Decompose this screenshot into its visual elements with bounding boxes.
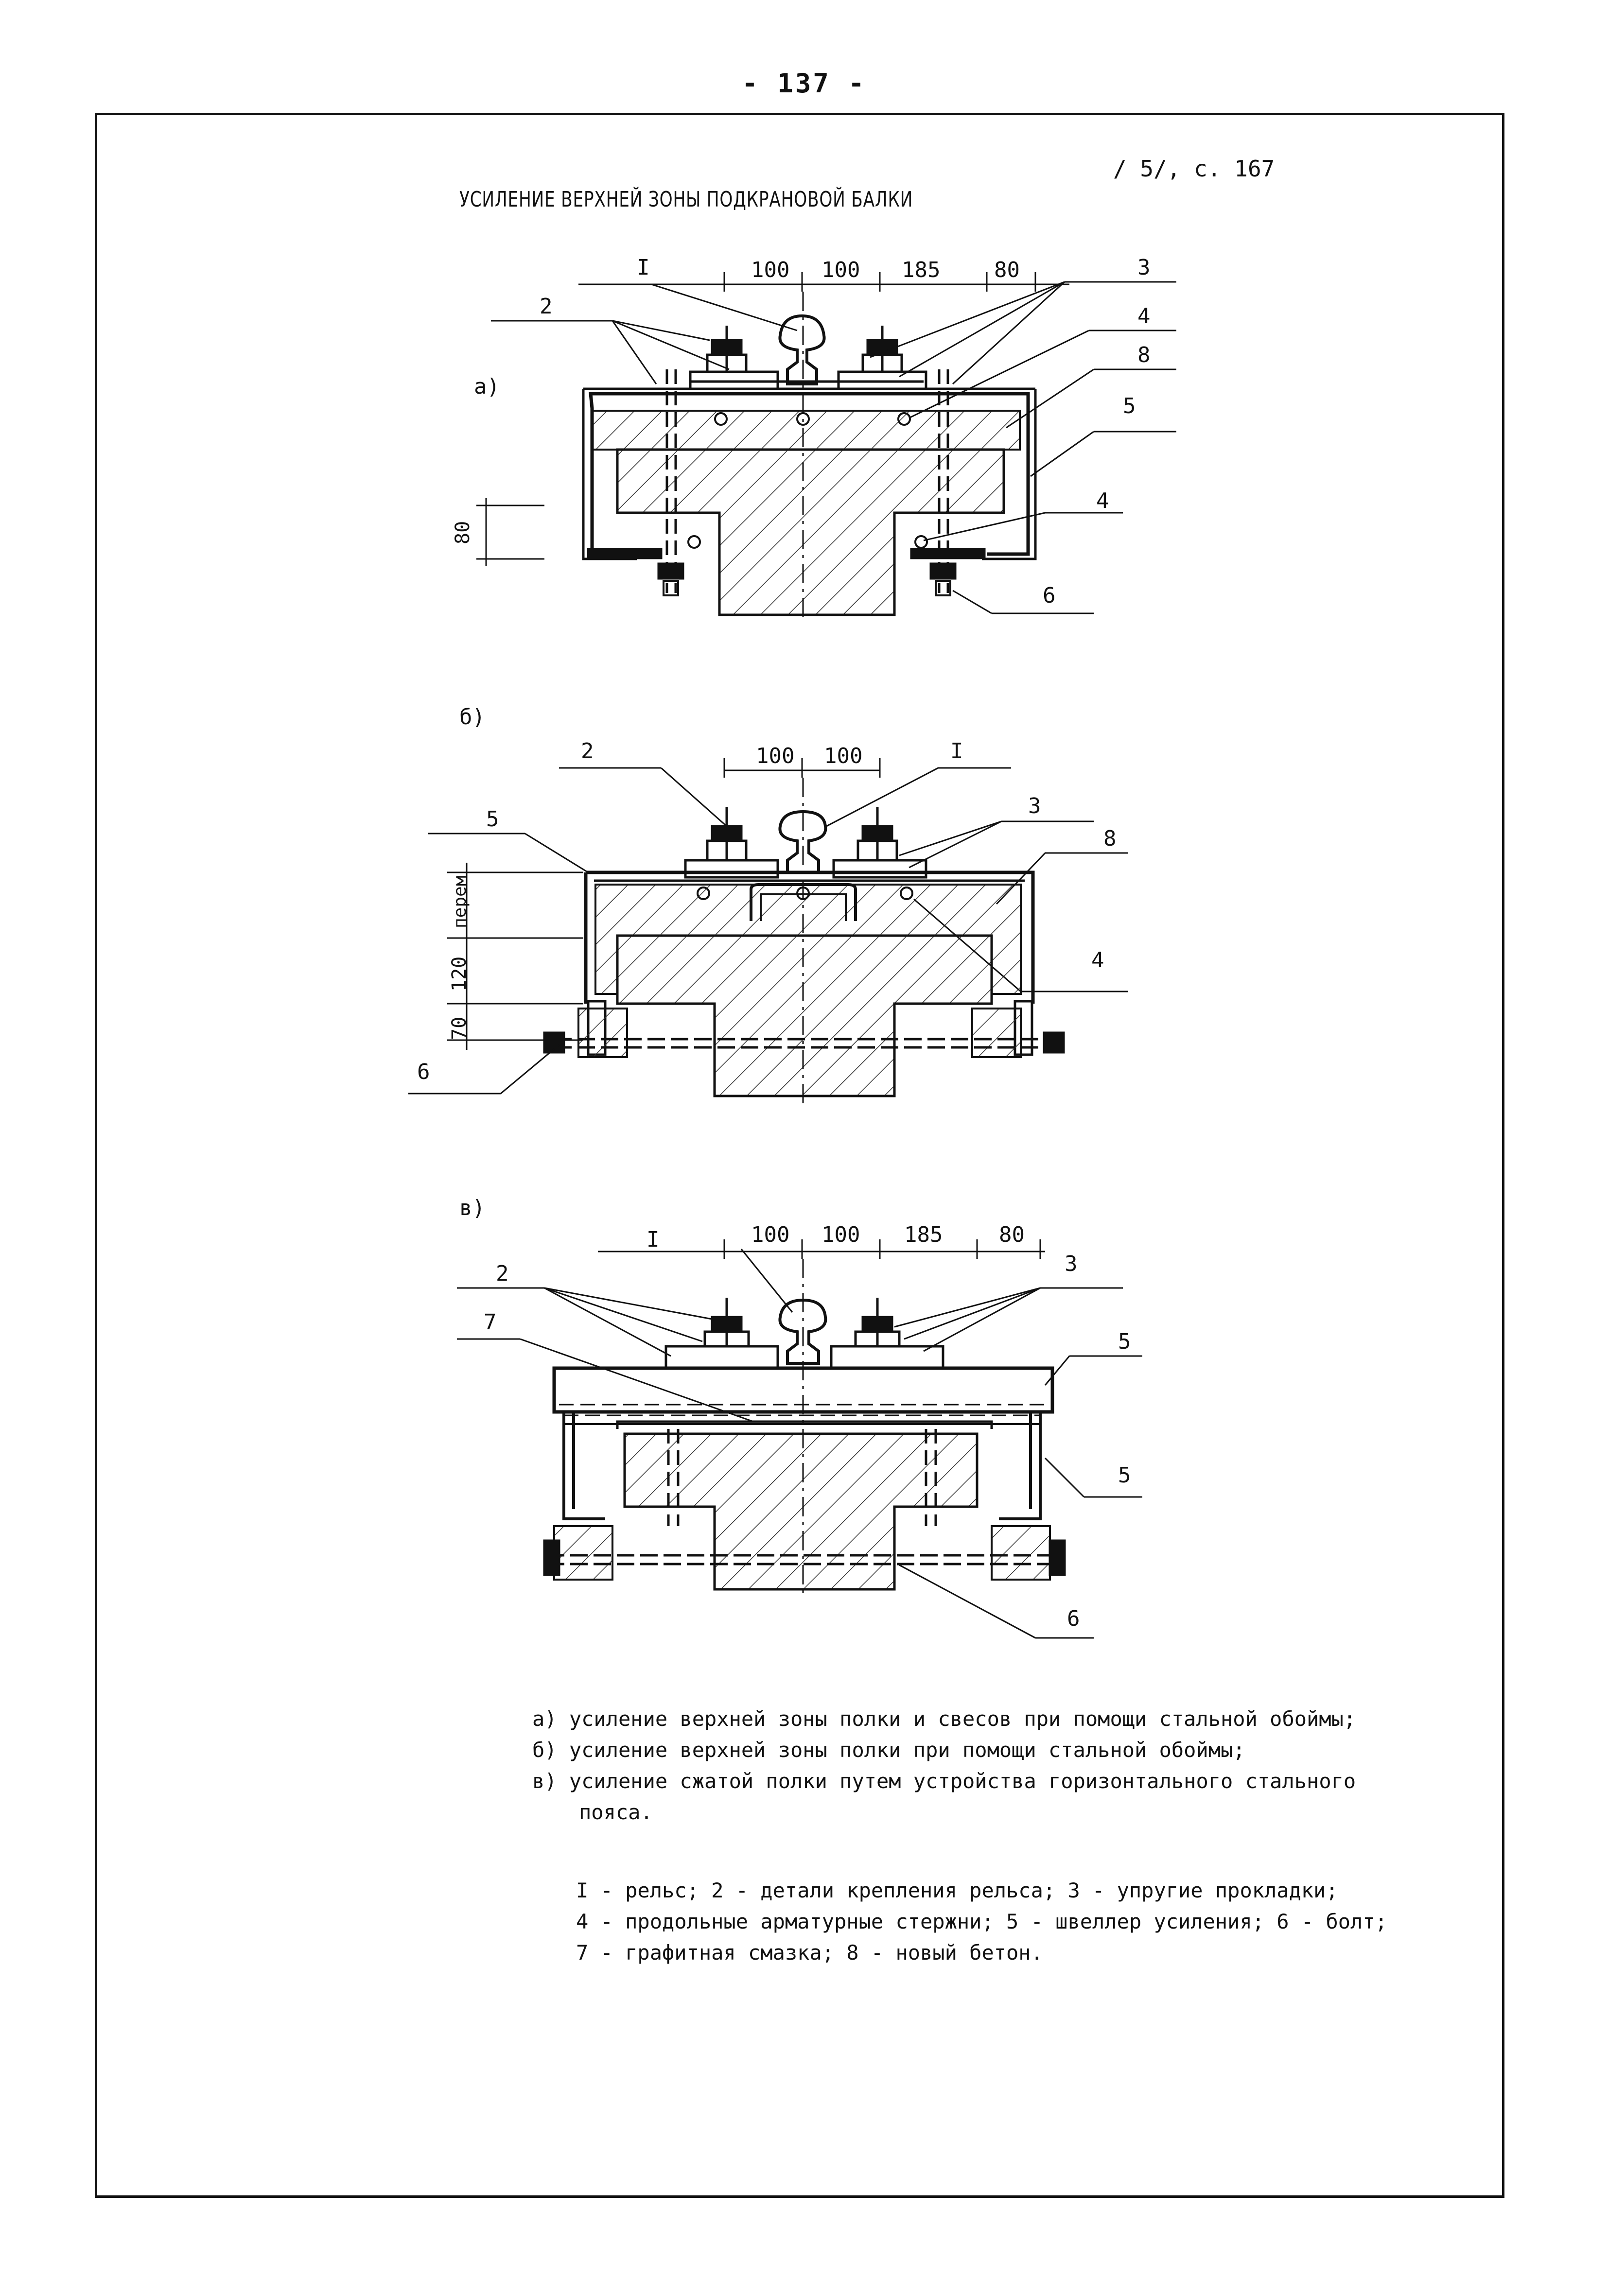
legend: I - рельс; 2 - детали крепления рельса; … (576, 1875, 1387, 1968)
dim-b-side-2: 120 (448, 957, 471, 991)
source-reference: / 5/, с. 167 (1113, 156, 1275, 182)
caption-v: в) усиление сжатой полки путем устройств… (532, 1769, 1356, 1793)
figure-a-label: а) (474, 374, 500, 399)
callout-b-bars: 4 (1091, 948, 1104, 973)
page-number: - 137 - (742, 68, 866, 99)
callout-b-channel: 5 (486, 807, 499, 832)
callout-v-lubricant: 7 (484, 1310, 497, 1335)
figure-b: 100 100 перем 120 70 2 I 3 5 8 4 6 (408, 739, 1128, 1108)
figure-b-label: б) (459, 705, 485, 730)
callout-v-pads: 3 (1065, 1252, 1078, 1276)
dim-a-4: 80 (994, 258, 1020, 282)
dim-v-3: 185 (904, 1222, 943, 1247)
legend-line-2: 4 - продольные арматурные стержни; 5 - ш… (576, 1910, 1387, 1933)
callout-a-channel: 5 (1123, 394, 1136, 418)
page-title: УСИЛЕНИЕ ВЕРХНЕЙ ЗОНЫ ПОДКРАНОВОЙ БАЛКИ (459, 187, 913, 212)
callout-a-concrete: 8 (1137, 343, 1151, 367)
dim-b-2: 100 (824, 744, 862, 768)
callout-b-concrete: 8 (1103, 826, 1117, 851)
dim-a-2: 100 (821, 258, 860, 282)
figure-v: 100 100 185 80 I 2 3 7 5 5 6 (457, 1222, 1142, 1639)
callout-v-channel-top: 5 (1118, 1329, 1131, 1354)
beam-section-a (616, 448, 1005, 616)
callout-a-bolt: 6 (1043, 583, 1056, 608)
legend-line-3: 7 - графитная смазка; 8 - новый бетон. (576, 1941, 1043, 1965)
callout-a-rail: I (637, 255, 650, 280)
callout-a-fastening: 2 (540, 294, 553, 319)
dim-v-2: 100 (821, 1222, 860, 1247)
callout-b-pads: 3 (1028, 794, 1041, 818)
callout-b-fastening: 2 (581, 739, 594, 764)
caption-b: б) усиление верхней зоны полки при помощ… (532, 1738, 1245, 1762)
callout-b-bolt: 6 (417, 1060, 430, 1084)
callout-v-fastening: 2 (496, 1261, 509, 1286)
caption-v-continued: пояса. (579, 1800, 653, 1824)
new-concrete-a (591, 410, 1021, 451)
figure-a: 100 100 185 80 80 I 2 3 4 8 5 4 (452, 255, 1176, 620)
rail-a (778, 314, 826, 385)
dim-a-3: 185 (902, 258, 940, 282)
figure-v-label: в) (459, 1196, 485, 1220)
callout-a-pads: 3 (1137, 255, 1151, 280)
legend-line-1: I - рельс; 2 - детали крепления рельса; … (576, 1879, 1338, 1902)
callout-b-rail: I (950, 739, 963, 764)
dim-v-4: 80 (999, 1222, 1025, 1247)
callout-v-channel-side: 5 (1118, 1463, 1131, 1488)
dim-v-1: 100 (751, 1222, 789, 1247)
dim-b-1: 100 (756, 744, 794, 768)
callout-v-rail: I (647, 1227, 660, 1252)
figure-captions: а) усиление верхней зоны полки и свесов … (532, 1704, 1356, 1828)
dim-b-side-3: 70 (448, 1017, 471, 1040)
callout-a-bars-top: 4 (1137, 304, 1151, 329)
callout-v-bolt: 6 (1067, 1606, 1080, 1631)
dim-b-side-1: перем (450, 876, 470, 928)
drawing-frame (95, 113, 1504, 2198)
callout-a-bars-bottom: 4 (1096, 488, 1109, 513)
dim-a-1: 100 (751, 258, 789, 282)
caption-a: а) усиление верхней зоны полки и свесов … (532, 1707, 1356, 1731)
dim-a-side: 80 (452, 521, 474, 544)
